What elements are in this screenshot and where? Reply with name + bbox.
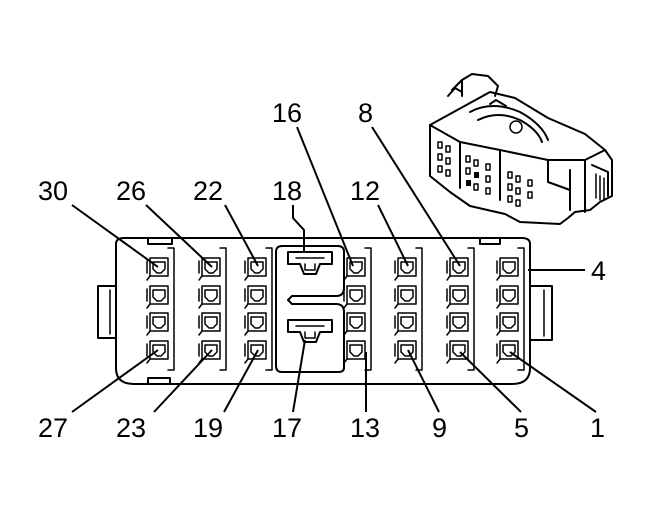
pin-labels-right: 4: [591, 256, 606, 286]
cavity-column-strip: [167, 247, 175, 371]
left-latch-tab: [97, 285, 117, 339]
cavity-column-strip: [415, 247, 423, 371]
pin-label-17: 17: [272, 413, 302, 443]
pin-cavity: [394, 312, 417, 336]
pin-label-9: 9: [432, 413, 447, 443]
pin-label-8: 8: [358, 98, 373, 128]
cavity-column-strip: [467, 247, 475, 371]
pin-cavity: [146, 285, 169, 309]
cavity-column-strip: [364, 247, 372, 371]
pin-cavity: [446, 257, 469, 281]
pin-cavity: [343, 285, 366, 309]
pin-label-23: 23: [116, 413, 146, 443]
pin-cavity: [244, 340, 267, 364]
pin-cavity: [146, 257, 169, 281]
pin-cavity: [446, 285, 469, 309]
iso-cavities: [437, 141, 533, 207]
pin-cavity: [244, 257, 267, 281]
pin-label-4: 4: [591, 256, 606, 286]
pin-cavity: [496, 312, 519, 336]
pin-label-12: 12: [350, 176, 380, 206]
pin-cavity: [343, 257, 366, 281]
pin-cavity: [343, 340, 366, 364]
pin-cavity: [496, 340, 519, 364]
pin-cavity: [343, 312, 366, 336]
center-divider: [275, 245, 345, 373]
pin-cavity: [394, 285, 417, 309]
housing-outline: [115, 237, 531, 385]
pin-cavity: [244, 312, 267, 336]
pin-cavity: [198, 285, 221, 309]
pin-label-13: 13: [350, 413, 380, 443]
pin-label-30: 30: [38, 176, 68, 206]
pin-label-18: 18: [272, 176, 302, 206]
pin-label-26: 26: [116, 176, 146, 206]
pin-cavity: [394, 257, 417, 281]
pin-label-27: 27: [38, 413, 68, 443]
pin-cavity: [496, 257, 519, 281]
pin-cavity: [146, 340, 169, 364]
pin-cavities: [146, 247, 525, 371]
pin-cavity: [394, 340, 417, 364]
pin-label-19: 19: [193, 413, 223, 443]
pin-cavity-large: [287, 319, 333, 343]
pin-cavity: [198, 257, 221, 281]
cavity-column-strip: [219, 247, 227, 371]
pin-labels-top: 30 26 22 18 16 12 8: [38, 98, 380, 206]
pin-cavity: [446, 340, 469, 364]
connector-isometric-view: [429, 73, 613, 225]
pin-cavity: [496, 285, 519, 309]
pin-label-22: 22: [193, 176, 223, 206]
pin-label-1: 1: [590, 413, 605, 443]
cavity-column-strip: [517, 247, 525, 371]
pin-labels-bottom: 27 23 19 17 13 9 5 1: [38, 413, 605, 443]
pin-cavity: [198, 340, 221, 364]
right-latch-tab: [529, 285, 553, 341]
pin-cavity: [146, 312, 169, 336]
leader-lines: [71, 126, 597, 413]
pin-label-5: 5: [514, 413, 529, 443]
pin-cavity: [244, 285, 267, 309]
pin-label-16: 16: [272, 98, 302, 128]
cavity-column-strip: [265, 247, 273, 371]
pin-cavity-large: [287, 251, 333, 275]
pin-cavity: [198, 312, 221, 336]
connector-face: [97, 237, 553, 385]
pin-cavity: [446, 312, 469, 336]
